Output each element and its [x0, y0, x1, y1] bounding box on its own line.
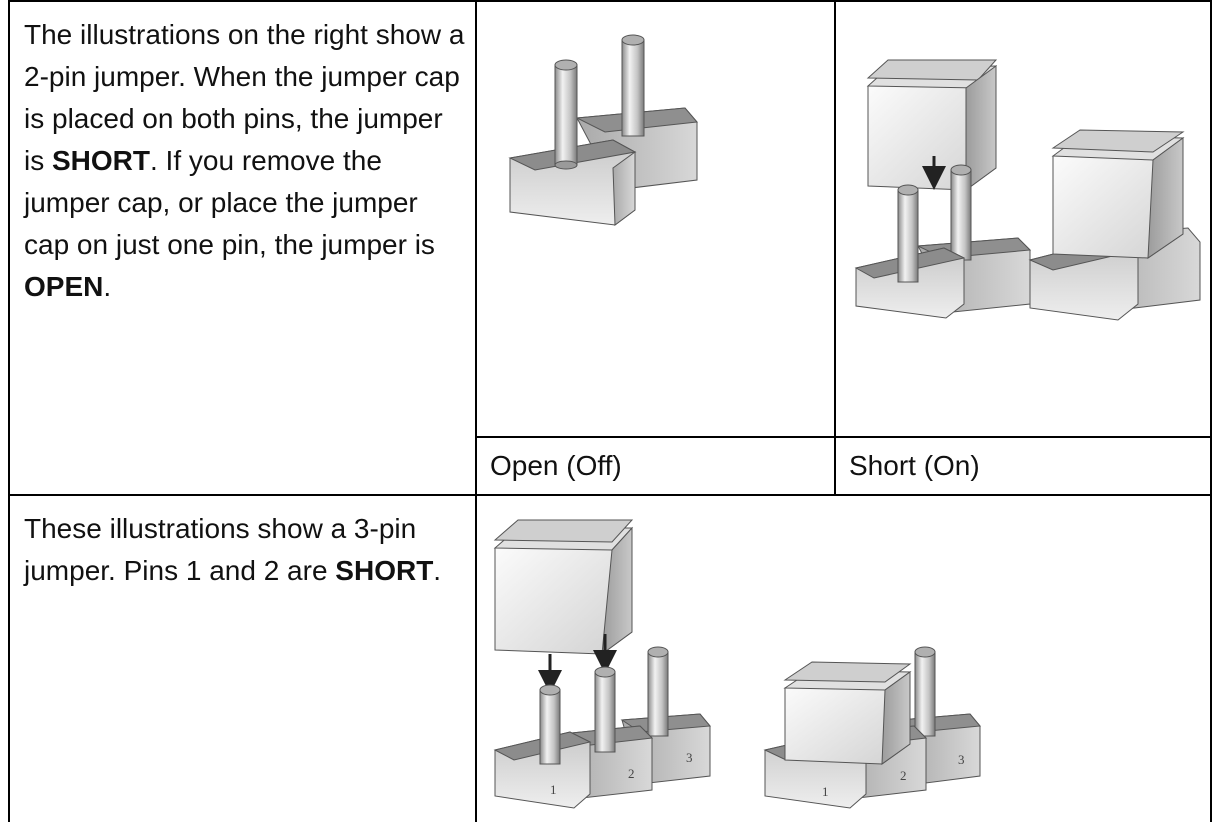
- two-pin-description: The illustrations on the right show a 2-…: [24, 14, 470, 308]
- two-pin-short-illustration: [854, 59, 1201, 321]
- short-keyword: SHORT: [52, 145, 150, 176]
- pin-label-1-shorted: 1: [822, 784, 829, 799]
- open-off-caption: Open (Off): [490, 450, 622, 481]
- two-pin-text-part3: .: [103, 271, 112, 302]
- pin-label-1: 1: [550, 782, 557, 797]
- open-keyword: OPEN: [24, 271, 104, 302]
- three-pin-description: These illustrations show a 3-pin jumper.…: [24, 508, 470, 592]
- short-keyword-3pin: SHORT: [335, 555, 434, 586]
- table-divider-col1: [475, 0, 477, 822]
- table-divider-col2: [834, 0, 836, 496]
- table-border-right: [1210, 0, 1212, 822]
- three-pin-cap-floating: [493, 519, 634, 656]
- three-pin-illustration: 3 2 1 3 2 1: [493, 519, 981, 809]
- table-divider-caption: [475, 436, 1212, 438]
- pin-label-2: 2: [628, 766, 635, 781]
- pin-label-3-shorted: 3: [958, 752, 965, 767]
- jumper-pin-front: [554, 59, 578, 170]
- jumper-shorted-assembly: [1028, 129, 1201, 321]
- short-on-caption: Short (On): [849, 450, 980, 481]
- two-pin-text-part2: . If you remove the jumper cap, or place…: [24, 145, 435, 260]
- table-divider-row: [8, 494, 1212, 496]
- two-pin-text-part1: The illustrations on the right show a 2-…: [24, 19, 465, 176]
- three-pin-header-shorted: 3 2 1: [763, 646, 981, 809]
- table-border-left: [8, 0, 10, 822]
- three-pin-header-open: 3 2 1: [493, 646, 711, 809]
- pin-label-3: 3: [686, 750, 693, 765]
- jumper-cap-floating: [866, 59, 998, 191]
- two-pin-open-illustration: [508, 34, 698, 226]
- pin-label-2-shorted: 2: [900, 768, 907, 783]
- three-pin-text-part1: These illustrations show a 3-pin jumper.…: [24, 513, 417, 586]
- three-pin-text-part2: .: [433, 555, 442, 586]
- table-border-top: [8, 0, 1212, 2]
- jumper-pins-open-pair: [854, 164, 1032, 319]
- jumper-pin-back: [621, 34, 645, 137]
